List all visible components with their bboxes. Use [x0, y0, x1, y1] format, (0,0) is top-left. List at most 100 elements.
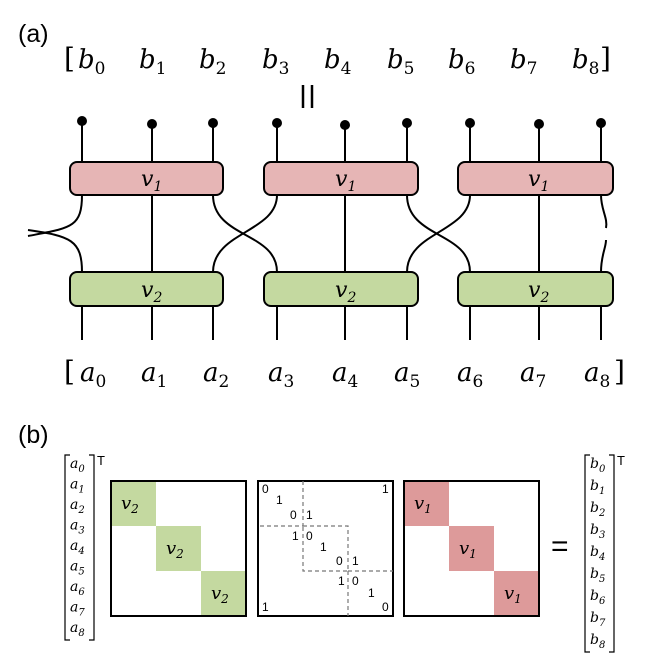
col-a-0: a0: [70, 456, 85, 475]
v2-gate-3: [457, 271, 614, 307]
perm-entry: 1: [262, 600, 269, 614]
b-left-bracket: [584, 454, 590, 653]
perm-entry: 0: [290, 508, 297, 522]
v2-gate-2: [263, 271, 419, 307]
b-output-vector: [ b0 b1 b2 b3 b4 b5 b6 b7 b8 ]: [64, 42, 611, 79]
b-6: b6: [448, 45, 475, 79]
col-a-6: a6: [70, 579, 85, 598]
panel-label-a: (a): [18, 20, 49, 48]
a-4: a4: [332, 358, 358, 392]
v1-label-3: v1: [528, 167, 549, 195]
b-7: b7: [510, 45, 537, 79]
v1-gate-3: [457, 161, 614, 196]
col-b-8: b8: [590, 632, 605, 651]
v1-gate-2: [263, 161, 419, 196]
a-0: a0: [80, 358, 106, 392]
b-transpose-vector: T b0 b1 b2 b3 b4 b5 b6 b7 b8: [584, 453, 625, 653]
b-8: b8: [572, 45, 599, 79]
a-right-bracket: [89, 454, 95, 641]
v1-gate-row: v1 v1 v1: [69, 161, 614, 196]
v1-matrix-frame: [403, 480, 540, 617]
v2-label-1: v2: [141, 278, 162, 306]
col-a-7: a7: [70, 600, 85, 619]
b-1: b1: [139, 45, 166, 79]
a-1: a1: [141, 358, 167, 392]
col-b-6: b6: [590, 588, 606, 607]
v1-block-label-1: v1: [414, 493, 432, 516]
col-a-2: a2: [70, 497, 85, 516]
b-3: b3: [262, 45, 289, 79]
col-b-4: b4: [590, 544, 605, 563]
a-6: a6: [457, 358, 483, 392]
vertical-equals-sign: [301, 85, 314, 108]
v1-block-2: [449, 526, 494, 571]
a-8: a8: [584, 358, 610, 392]
col-a-3: a3: [70, 518, 85, 537]
a-left-bracket: [64, 454, 70, 641]
a-input-vector: [ a0 a1 a2 a3 a4 a5 a6 a7 a8 ]: [64, 355, 625, 392]
a-transpose-vector: T a0 a1 a2 a3 a4 a5 a6 a7 a8: [64, 453, 105, 641]
perm-entry: 0: [382, 600, 389, 614]
v2-gate-row: v2 v2 v2: [69, 271, 614, 307]
v2-block-label-3: v2: [211, 583, 229, 606]
perm-entry: 1: [382, 482, 389, 496]
col-b-3: b3: [590, 522, 605, 541]
a-5: a5: [394, 358, 420, 392]
middle-wires: [27, 194, 608, 273]
v2-label-2: v2: [335, 278, 356, 306]
col-b-2: b2: [590, 500, 605, 519]
perm-entry: 0: [306, 529, 313, 543]
perm-entry: 0: [352, 574, 359, 588]
v2-block-label-2: v2: [166, 538, 184, 561]
perm-entry: 1: [368, 586, 375, 600]
v2-block-3: [201, 571, 246, 616]
perm-dashed-blocks: [258, 481, 393, 616]
v1-block-label-2: v1: [459, 538, 477, 561]
v1-gate-1: [69, 161, 224, 196]
panel-label-b: (b): [18, 421, 49, 449]
b-4: b4: [324, 45, 351, 79]
v2-block-2: [156, 526, 201, 571]
perm-entry: 1: [292, 529, 299, 543]
equals-sign: =: [551, 530, 569, 563]
b-right-bracket: [609, 454, 615, 653]
output-legs: [81, 122, 602, 162]
col-b-0: b0: [590, 456, 606, 475]
a-open-bracket: [: [64, 355, 75, 388]
a-transpose-mark: T: [97, 453, 105, 468]
v1-block-3: [494, 571, 539, 616]
v1-block-label-3: v1: [504, 583, 522, 606]
perm-entry: 0: [336, 554, 343, 568]
v2-label-3: v2: [528, 278, 549, 306]
col-a-4: a4: [70, 538, 85, 557]
perm-entry: 1: [338, 574, 345, 588]
permutation-matrix: 0 1 0 1 1 0 1 0 1 1 0 1 0 1 1: [257, 480, 394, 617]
input-legs: [81, 306, 602, 340]
b-open-bracket: [: [64, 42, 75, 75]
v1-label-2: v1: [335, 167, 356, 195]
col-a-1: a1: [70, 477, 85, 496]
perm-matrix-frame: [257, 480, 394, 617]
perm-entries: 0 1 0 1 1 0 1 0 1 1 0 1 0 1 1: [262, 482, 389, 614]
col-b-7: b7: [590, 610, 606, 629]
v1-block-matrix: v1 v1 v1: [403, 480, 540, 617]
a-3: a3: [268, 358, 294, 392]
v1-label-1: v1: [141, 167, 162, 195]
perm-entry: 1: [320, 540, 327, 554]
v2-gate-1: [69, 271, 224, 307]
v1-block-1: [404, 481, 449, 526]
a-close-bracket: ]: [614, 355, 625, 388]
v2-block-matrix: v2 v2 v2: [110, 480, 247, 617]
a-2: a2: [203, 358, 229, 392]
perm-entry: 1: [276, 493, 283, 507]
b-0: b0: [78, 45, 105, 79]
b-transpose-mark: T: [617, 453, 625, 468]
output-dots: [77, 116, 606, 130]
col-b-5: b5: [590, 566, 605, 585]
perm-entry: 1: [306, 508, 313, 522]
col-b-1: b1: [590, 478, 605, 497]
b-5: b5: [387, 45, 414, 79]
perm-entry: 0: [262, 482, 269, 496]
